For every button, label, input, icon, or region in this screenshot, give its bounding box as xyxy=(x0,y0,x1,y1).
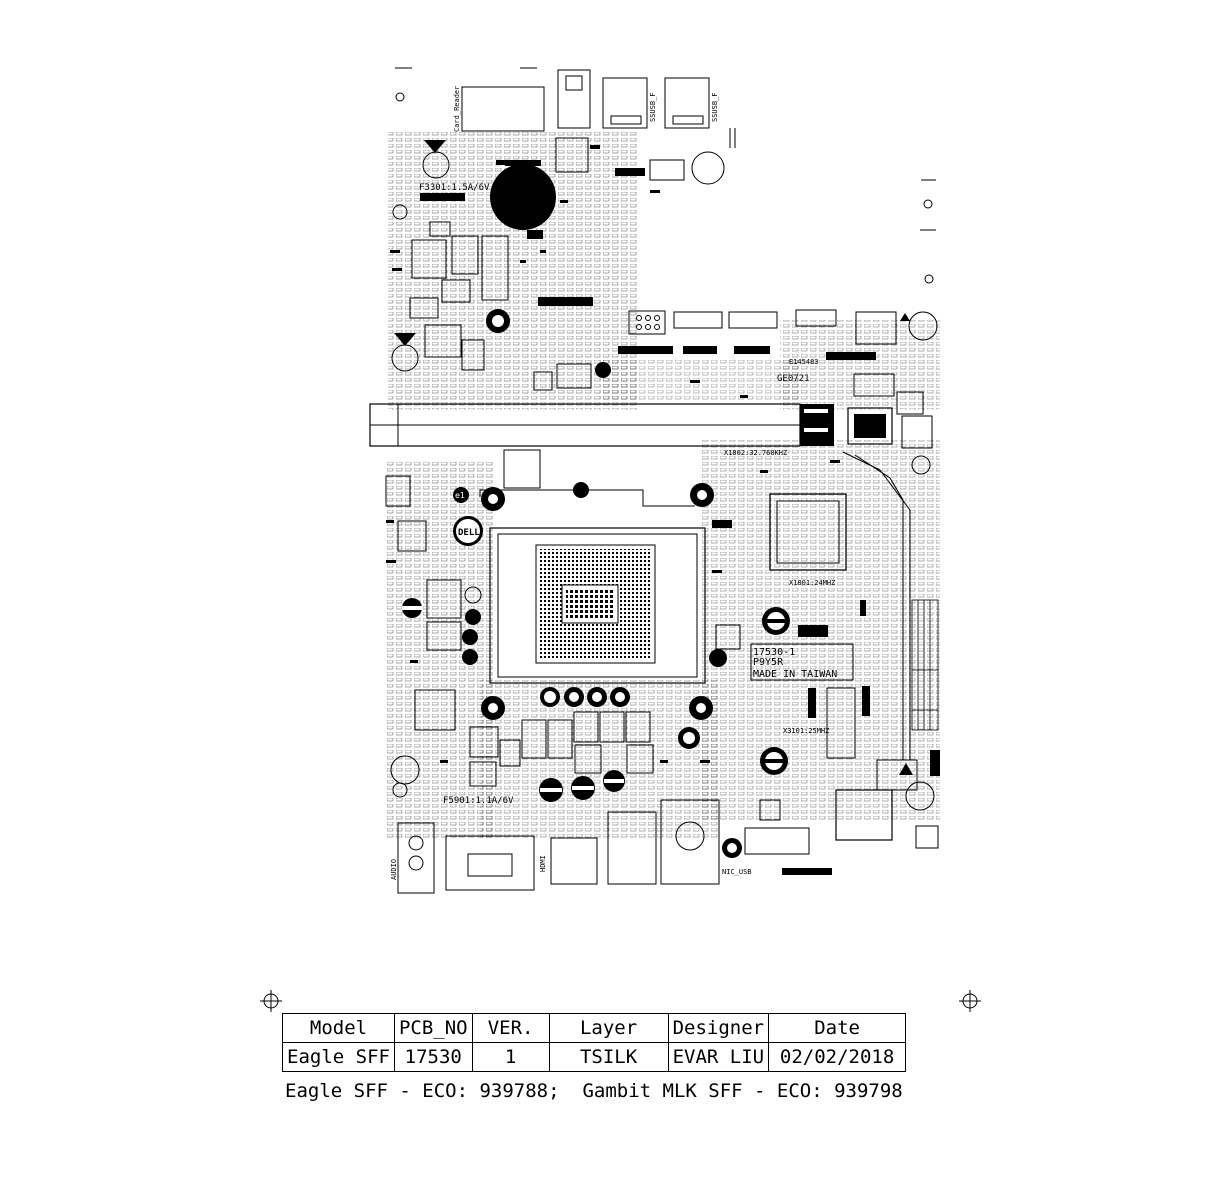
eco-gambit: Gambit MLK SFF - ECO: 939798 xyxy=(582,1080,903,1102)
part-number: 17530-1 xyxy=(753,647,795,658)
fuse-bottom-label: F5901:1.1A/6V xyxy=(443,796,514,806)
title-block-value-row: Eagle SFF 17530 1 TSILK EVAR LIU 02/02/2… xyxy=(282,1042,907,1072)
memory-slots xyxy=(369,403,834,447)
svg-text:DELL: DELL xyxy=(458,528,480,538)
rj45-nic xyxy=(660,799,720,885)
crystal-25-label: X3101:25MHZ xyxy=(783,727,829,735)
nic-usb-label: NIC_USB xyxy=(722,868,752,876)
vga-connector xyxy=(445,835,535,891)
crystal-rtc-label: X1802:32.768KHZ xyxy=(724,449,787,457)
fuse-top-label: F3301:1.5A/6V xyxy=(419,183,490,193)
title-block-header-row: Model PCB_NO VER. Layer Designer Date xyxy=(282,1013,907,1043)
hdmi-label: HDMI xyxy=(539,855,547,872)
nic-chip xyxy=(835,789,893,841)
header-designer: Designer xyxy=(667,1013,770,1043)
title-block-table: Model PCB_NO VER. Layer Designer Date Ea… xyxy=(282,1013,907,1072)
service-tag-table xyxy=(911,599,939,731)
rear-io xyxy=(397,799,720,894)
super-io-chip xyxy=(847,407,893,445)
card-reader-label: Card_Reader xyxy=(453,86,461,132)
ssusb-label-1: SSUSB_F xyxy=(649,92,657,122)
audio-jack xyxy=(397,822,435,894)
crystal-24-label: X1801:24MHZ xyxy=(789,579,835,587)
vrm-upper xyxy=(409,221,509,371)
ssusb-label-2: SSUSB_F xyxy=(711,92,719,122)
cpu-socket xyxy=(479,489,706,684)
usb-front-connector-1 xyxy=(602,77,648,129)
usb-front-connector-2 xyxy=(664,77,710,129)
value-version: 1 xyxy=(471,1042,550,1072)
ppid: P9Y5R xyxy=(753,657,784,668)
header-date: Date xyxy=(768,1013,907,1043)
audio-label: AUDIO xyxy=(390,859,398,880)
cmos-battery xyxy=(490,164,556,230)
edge-marks xyxy=(395,67,936,284)
dell-logo: DELL xyxy=(453,516,483,546)
header-model: Model xyxy=(282,1013,395,1043)
eco-line: Eagle SFF - ECO: 939788; Gambit MLK SFF … xyxy=(285,1080,903,1102)
top-connectors xyxy=(461,69,710,181)
header-layer: Layer xyxy=(548,1013,669,1043)
registration-marks xyxy=(260,990,981,1012)
value-designer: EVAR LIU xyxy=(667,1042,770,1072)
value-model: Eagle SFF xyxy=(282,1042,395,1072)
made-in: MADE IN TAIWAN xyxy=(753,669,837,680)
value-layer: TSILK xyxy=(548,1042,669,1072)
factory-id: GE0721 xyxy=(777,374,810,384)
usb-rear-stack xyxy=(607,811,657,885)
hdmi-port xyxy=(550,837,598,885)
pch-chip xyxy=(769,493,847,571)
e1-mark: e1 xyxy=(453,487,469,503)
value-pcb-no: 17530 xyxy=(393,1042,473,1072)
header-pcb-no: PCB_NO xyxy=(393,1013,473,1043)
vrm-lower xyxy=(499,711,654,774)
sata-headers xyxy=(628,309,897,345)
part-number-box xyxy=(750,643,854,681)
value-date: 02/02/2018 xyxy=(768,1042,907,1072)
ul-number: E145483 xyxy=(789,358,819,366)
header-version: VER. xyxy=(471,1013,550,1043)
svg-text:e1: e1 xyxy=(455,491,465,500)
card-reader-connector xyxy=(461,86,545,132)
pin1-marker xyxy=(424,140,446,153)
eco-eagle: Eagle SFF - ECO: 939788; xyxy=(285,1080,560,1102)
